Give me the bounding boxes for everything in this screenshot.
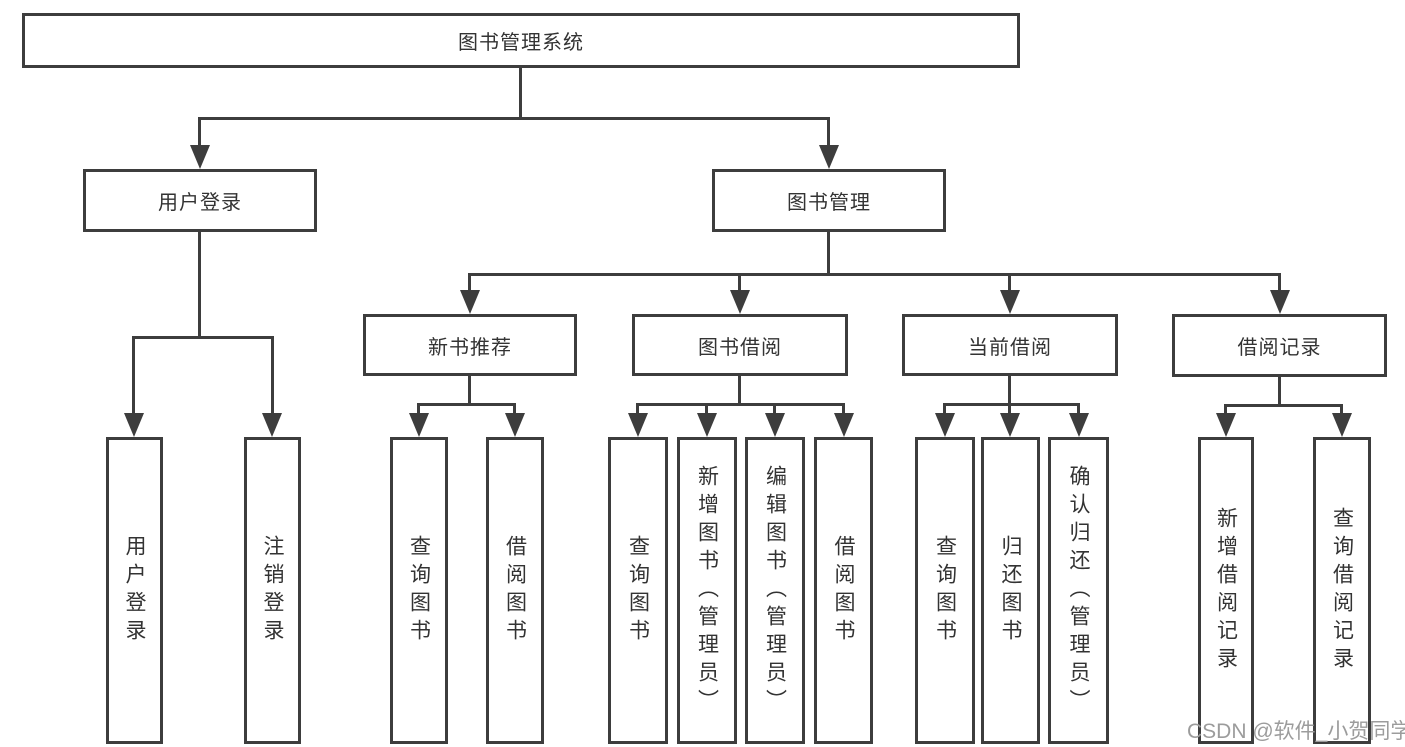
connector-new-book-stub	[468, 276, 471, 291]
node-root-label: 图书管理系统	[458, 32, 584, 54]
leaf-borrow-books: 借阅图书	[814, 437, 873, 744]
node-current-borrow-label: 当前借阅	[968, 336, 1052, 359]
node-borrow-records-label: 借阅记录	[1237, 337, 1322, 359]
leaf-label: 新增借阅记录	[1214, 506, 1238, 675]
connector-new-book-stem	[468, 376, 471, 406]
connector-new-book-rail	[417, 403, 516, 406]
connector-book-mgmt-stub	[827, 120, 830, 146]
connector-current-borrow-rail	[943, 403, 1080, 406]
connector-current-borrow-stub	[1008, 276, 1011, 291]
connector-borrow-records-stem	[1278, 377, 1281, 407]
arrow-down-icon	[505, 413, 525, 437]
leaf-edit-books-admin: 编辑图书（管理员）	[745, 437, 805, 744]
leaf-label: 注销登录	[261, 534, 284, 647]
arrow-down-icon	[935, 413, 955, 437]
leaf-label: 编辑图书（管理员）	[763, 464, 787, 717]
connector-user-login-stem	[198, 232, 201, 339]
connector-leaf-stub	[705, 406, 708, 414]
leaf-confirm-return-admin: 确认归还（管理员）	[1048, 437, 1109, 744]
leaf-logout: 注销登录	[244, 437, 301, 744]
connector-leaf-stub	[842, 406, 845, 414]
leaf-return-books: 归还图书	[981, 437, 1040, 744]
leaf-label: 查询借阅记录	[1330, 506, 1354, 675]
node-borrow-records: 借阅记录	[1172, 314, 1387, 377]
leaf-query-books-newbook: 查询图书	[390, 437, 448, 744]
connector-user-login-rail	[132, 336, 274, 339]
leaf-label: 用户登录	[123, 534, 146, 647]
arrow-down-icon	[1069, 413, 1089, 437]
node-user-login-label: 用户登录	[158, 192, 242, 214]
leaf-user-login: 用户登录	[106, 437, 163, 744]
arrow-down-icon	[262, 413, 282, 437]
arrow-down-icon	[834, 413, 854, 437]
csdn-watermark: CSDN @软件_小贺同学	[1187, 720, 1405, 743]
arrow-down-icon	[460, 290, 480, 314]
connector-leaf-stub	[636, 406, 639, 414]
node-book-mgmt-label: 图书管理	[787, 192, 871, 214]
connector-borrow-records-rail	[1224, 404, 1343, 407]
connector-leaf-stub	[1224, 407, 1227, 414]
leaf-add-borrow-record: 新增借阅记录	[1198, 437, 1254, 744]
leaf-label: 查询图书	[407, 534, 431, 647]
arrow-down-icon	[765, 413, 785, 437]
leaf-query-borrow-record: 查询借阅记录	[1313, 437, 1371, 744]
arrow-down-icon	[730, 290, 750, 314]
connector-root-stem	[519, 68, 522, 119]
connector-borrow-records-stub	[1278, 276, 1281, 291]
connector-leaf-stub	[271, 339, 274, 414]
arrow-down-icon	[697, 413, 717, 437]
leaf-label: 借阅图书	[503, 534, 527, 647]
arrow-down-icon	[819, 145, 839, 169]
leaf-borrow-books-newbook: 借阅图书	[486, 437, 544, 744]
connector-leaf-stub	[513, 406, 516, 414]
leaf-label: 查询图书	[626, 534, 650, 647]
connector-leaf-stub	[1077, 406, 1080, 414]
connector-leaf-stub	[943, 406, 946, 414]
connector-book-mgmt-stem	[827, 232, 830, 276]
connector-book-borrow-stem	[738, 376, 741, 406]
connector-leaf-stub	[132, 339, 135, 414]
arrow-down-icon	[1332, 413, 1352, 437]
leaf-label: 确认归还（管理员）	[1067, 464, 1090, 717]
node-new-book: 新书推荐	[363, 314, 577, 376]
node-book-mgmt: 图书管理	[712, 169, 946, 232]
connector-level3-rail	[468, 273, 1281, 276]
connector-book-borrow-stub	[738, 276, 741, 291]
leaf-label: 新增图书（管理员）	[695, 464, 719, 717]
arrow-down-icon	[409, 413, 429, 437]
leaf-label: 归还图书	[999, 534, 1022, 647]
connector-current-borrow-stem	[1008, 376, 1011, 406]
connector-leaf-stub	[1008, 406, 1011, 414]
arrow-down-icon	[1216, 413, 1236, 437]
node-user-login: 用户登录	[83, 169, 317, 232]
arrow-down-icon	[124, 413, 144, 437]
connector-book-borrow-rail	[636, 403, 845, 406]
leaf-add-books-admin: 新增图书（管理员）	[677, 437, 737, 744]
leaf-query-books-borrow: 查询图书	[608, 437, 668, 744]
node-new-book-label: 新书推荐	[428, 336, 512, 359]
arrow-down-icon	[1000, 413, 1020, 437]
connector-leaf-stub	[1340, 407, 1343, 414]
connector-user-login-stub	[198, 120, 201, 146]
arrow-down-icon	[1270, 290, 1290, 314]
connector-leaf-stub	[773, 406, 776, 414]
leaf-query-books-current: 查询图书	[915, 437, 975, 744]
node-root: 图书管理系统	[22, 13, 1020, 68]
node-book-borrow-label: 图书借阅	[698, 336, 782, 359]
leaf-label: 借阅图书	[832, 534, 855, 647]
connector-leaf-stub	[417, 406, 420, 414]
node-current-borrow: 当前借阅	[902, 314, 1118, 376]
node-book-borrow: 图书借阅	[632, 314, 848, 376]
arrow-down-icon	[1000, 290, 1020, 314]
arrow-down-icon	[190, 145, 210, 169]
connector-level2-rail	[198, 117, 830, 120]
leaf-label: 查询图书	[933, 534, 957, 647]
arrow-down-icon	[628, 413, 648, 437]
